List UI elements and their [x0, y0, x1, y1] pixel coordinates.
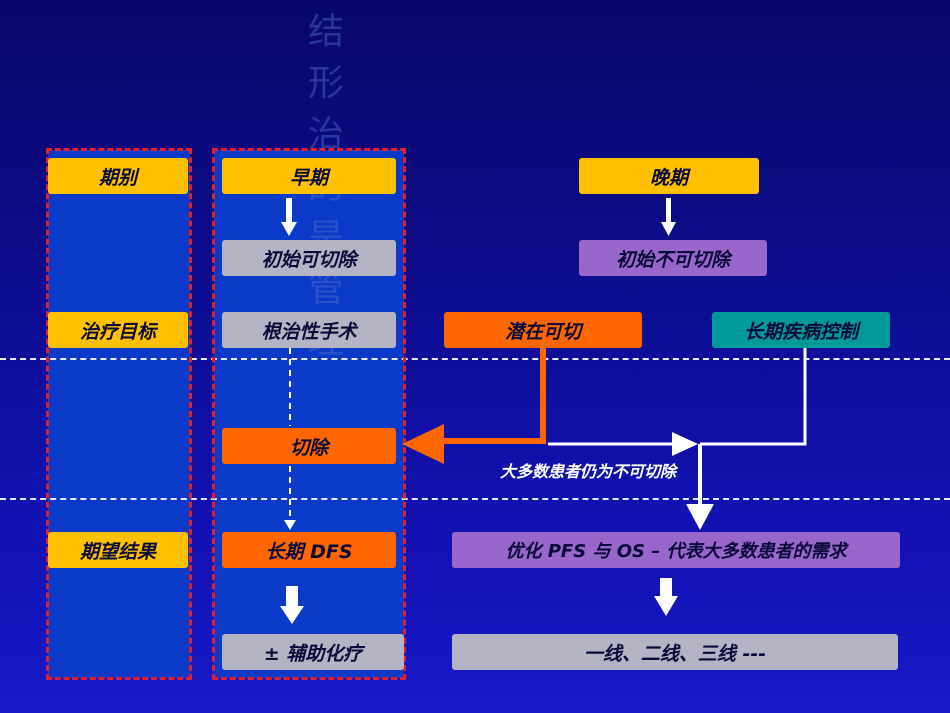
- arrow-long-term-control: [548, 347, 807, 530]
- early-resection-box: 切除: [222, 428, 396, 464]
- left-column-background: [48, 150, 190, 678]
- late-initial-unresectable-box: 初始不可切除: [579, 240, 767, 276]
- arrow-potential-to-resection: [402, 347, 546, 464]
- late-long-term-control-box: 长期疾病控制: [712, 312, 890, 348]
- early-stage-box: 早期: [222, 158, 396, 194]
- late-optimize-box: 优化 PFS 与 OS – 代表大多数患者的需求: [452, 532, 900, 568]
- late-stage-box: 晚期: [579, 158, 759, 194]
- late-note-text: 大多数患者仍为不可切除: [500, 462, 677, 481]
- row-label-outcome: 期望结果: [48, 532, 188, 568]
- arrow-late-stage-to-initial: [661, 198, 676, 236]
- early-dfs-box: 长期 DFS: [222, 532, 396, 568]
- early-adjuvant-box: ± 辅助化疗: [222, 634, 404, 670]
- late-treatment-lines-box: 一线、二线、三线 ---: [452, 634, 898, 670]
- arrow-dfs-to-adjuvant: [280, 586, 304, 624]
- arrow-optimize-to-lines: [654, 578, 678, 616]
- early-dashed-arrowhead: [284, 520, 296, 530]
- row-label-stage: 期别: [48, 158, 188, 194]
- left-column-frame: [46, 148, 192, 680]
- row-label-goal: 治疗目标: [48, 312, 188, 348]
- late-potential-resectable-box: 潜在可切: [444, 312, 642, 348]
- separator-line-lower: [0, 498, 950, 500]
- arrow-early-stage-to-initial: [281, 198, 297, 236]
- early-column-background: [214, 150, 404, 678]
- early-goal-box: 根治性手术: [222, 312, 396, 348]
- early-initial-resectable-box: 初始可切除: [222, 240, 396, 276]
- separator-line-upper: [0, 358, 950, 360]
- early-column-frame: [212, 148, 406, 680]
